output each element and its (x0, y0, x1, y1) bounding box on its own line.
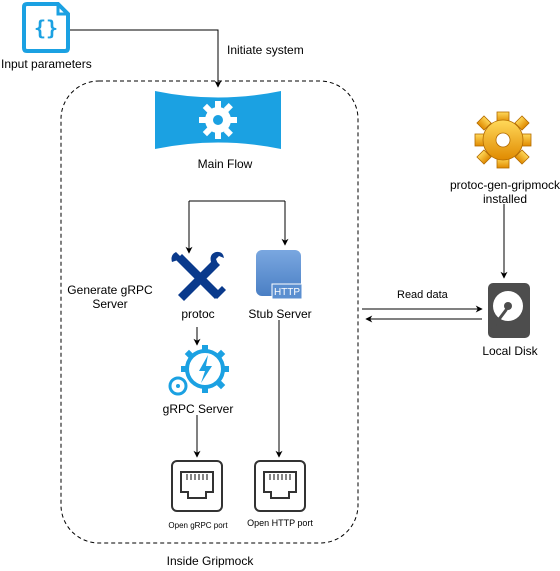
main-flow-label: Main Flow (197, 157, 253, 171)
hard-disk-icon[interactable] (488, 283, 530, 338)
plugin-line1: protoc-gen-gripmock (449, 178, 560, 192)
http-badge-label: HTTP (274, 287, 300, 298)
initiate-system-label: Initiate system (227, 43, 304, 57)
read-data-label: Read data (397, 289, 448, 301)
input-parameters-label: Input parameters (1, 57, 92, 71)
svg-text:{}: {} (34, 16, 58, 40)
json-file-icon[interactable]: {} (22, 2, 70, 53)
gold-gear-icon[interactable] (474, 111, 532, 169)
generate-grpc-line2: Server (92, 297, 128, 311)
grpc-server-label: gRPC Server (162, 402, 234, 416)
inside-gripmock-label: Inside Gripmock (166, 554, 254, 568)
edge-input-to-mainflow (70, 29, 222, 88)
local-disk-label: Local Disk (482, 344, 538, 358)
stub-server-label: Stub Server (248, 307, 312, 321)
gear-banner-icon[interactable] (155, 91, 281, 149)
ethernet-port-icon[interactable] (171, 460, 223, 512)
open-grpc-port-label: Open gRPC port (168, 521, 228, 530)
edge-mainflow-to-protoc (189, 200, 285, 253)
open-http-port-label: Open HTTP port (247, 518, 313, 528)
plugin-label: protoc-gen-gripmock installed (450, 178, 560, 206)
generate-grpc-line1: Generate gRPC (67, 283, 153, 297)
inside-gripmock-container (60, 80, 359, 544)
ethernet-port-icon[interactable] (254, 460, 306, 512)
gear-lightning-icon[interactable] (168, 345, 229, 396)
protoc-label: protoc (181, 307, 215, 321)
generate-grpc-label: Generate gRPC Server (67, 283, 152, 311)
plugin-line2: installed (482, 192, 528, 206)
http-server-icon[interactable]: HTTP (256, 250, 303, 300)
tools-icon[interactable] (171, 251, 227, 301)
